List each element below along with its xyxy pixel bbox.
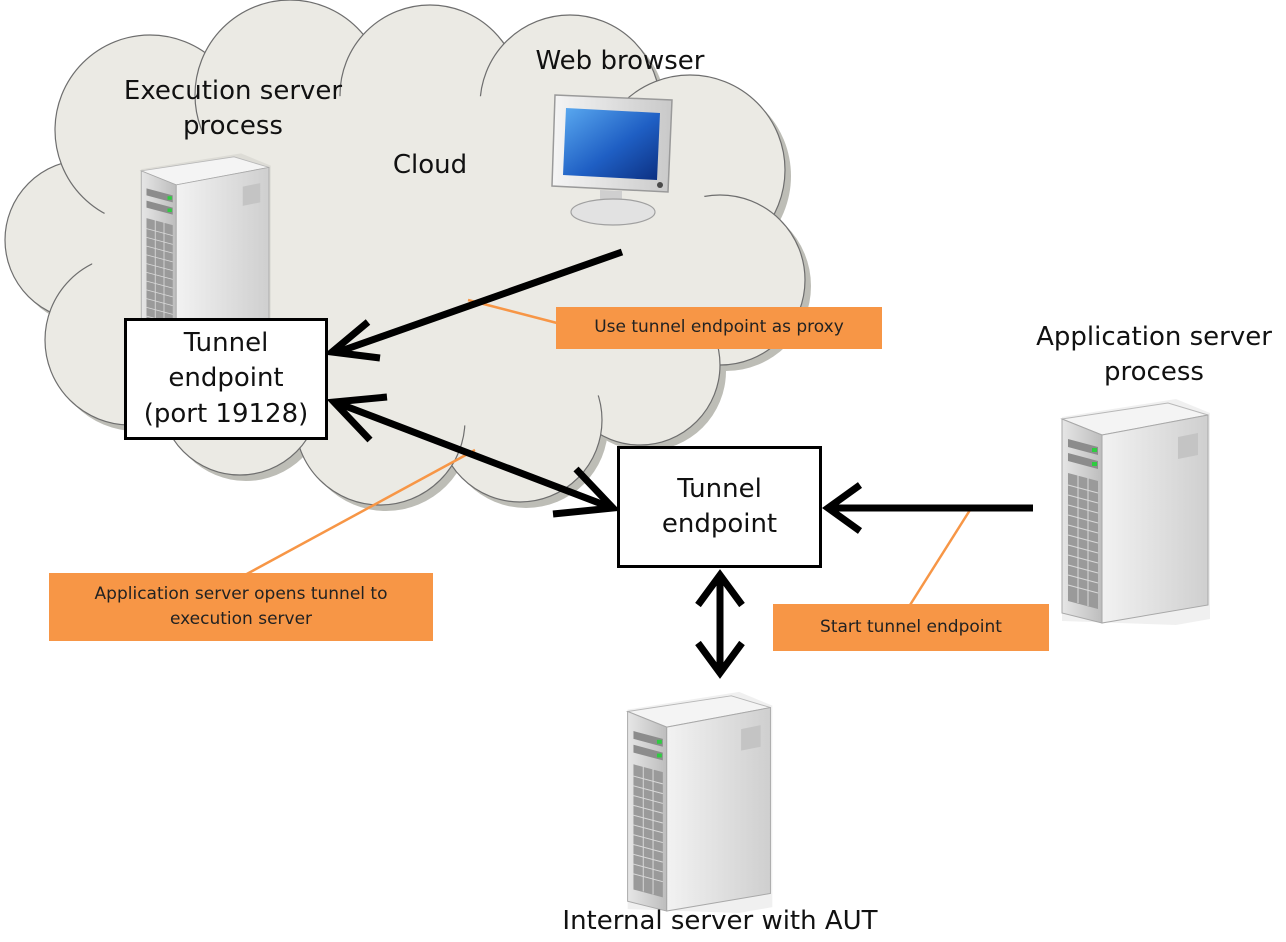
cloud-tunnel-line2: endpoint bbox=[168, 363, 284, 394]
callout-opens-tunnel-line1: Application server opens tunnel to bbox=[94, 583, 388, 604]
cloud-tunnel-line3: (port 19128) bbox=[143, 398, 309, 429]
arrow-tunnel-to-tunnel bbox=[326, 393, 621, 518]
local-tunnel-endpoint-box: Tunnel endpoint bbox=[617, 446, 822, 568]
arrow-browser-to-tunnel bbox=[323, 248, 624, 362]
callout-opens-tunnel: Application server opens tunnel to execu… bbox=[49, 573, 433, 641]
application-server-label-line1: Application server bbox=[1036, 322, 1272, 352]
callout-proxy-text: Use tunnel endpoint as proxy bbox=[594, 317, 844, 338]
execution-server-label: Execution server process bbox=[108, 74, 358, 144]
arrow-appserver-to-tunnel bbox=[822, 482, 1033, 534]
cloud-tunnel-endpoint-box: Tunnel endpoint (port 19128) bbox=[124, 318, 328, 440]
application-server-label: Application server process bbox=[1022, 320, 1286, 390]
cloud-label: Cloud bbox=[392, 150, 468, 180]
arrow-tunnel-to-internal bbox=[695, 569, 745, 679]
local-tunnel-line1: Tunnel bbox=[677, 473, 762, 504]
execution-server-label-line1: Execution server bbox=[123, 76, 343, 106]
web-browser-label: Web browser bbox=[535, 46, 705, 76]
application-server-label-line2: process bbox=[1104, 357, 1204, 388]
internal-server-label: Internal server with AUT bbox=[562, 906, 878, 936]
cloud-tunnel-line1: Tunnel bbox=[183, 328, 269, 359]
execution-server-label-line2: process bbox=[183, 111, 283, 142]
callout-proxy: Use tunnel endpoint as proxy bbox=[556, 307, 882, 349]
local-tunnel-line2: endpoint bbox=[661, 509, 778, 539]
server-tower-icon bbox=[627, 691, 773, 913]
callout-opens-tunnel-line2: execution server bbox=[169, 609, 313, 629]
desktop-monitor-icon bbox=[551, 94, 673, 226]
callout-start-tunnel-text: Start tunnel endpoint bbox=[820, 616, 1002, 637]
callout-start-tunnel: Start tunnel endpoint bbox=[773, 604, 1049, 651]
server-tower-icon bbox=[1061, 398, 1211, 625]
